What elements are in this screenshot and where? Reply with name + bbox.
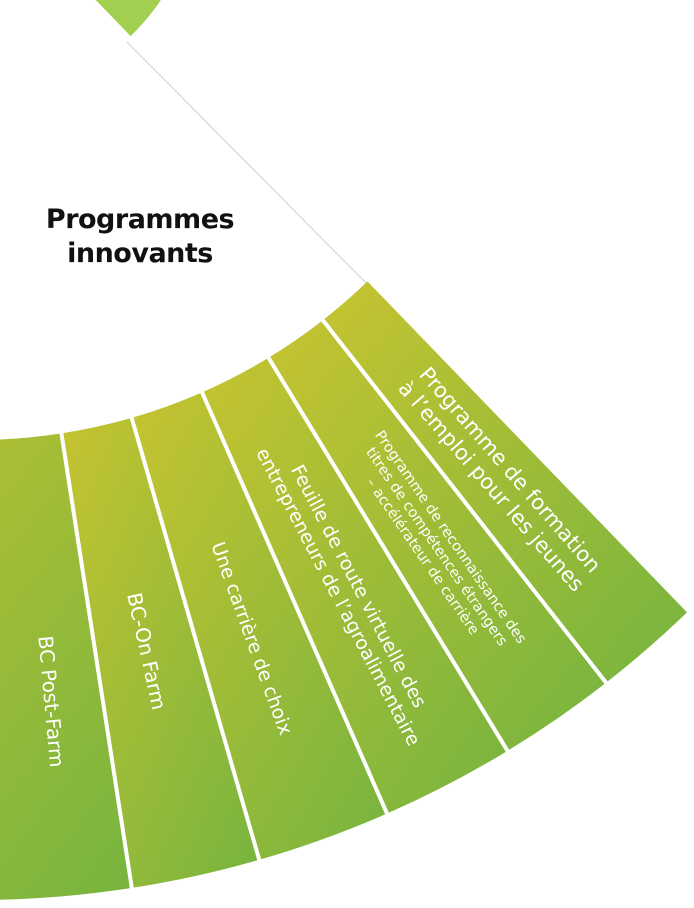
fan-segment [202,357,508,814]
segment-divider [129,415,262,863]
fan-segment [268,320,607,751]
title-line-2: innovants [67,238,213,269]
fan-segment [61,417,260,888]
fan-segment [131,392,387,860]
fan-segment [0,433,132,900]
sector-border-line [126,41,371,288]
diagram-title: Programmes innovants [40,203,240,271]
top-ring-arc [95,0,161,37]
segment-divider [199,389,390,817]
segment-divider [265,355,511,754]
title-line-1: Programmes [45,204,235,235]
top-ring-segment [95,0,161,37]
fan-segment [322,281,688,683]
segment-divider [320,317,609,686]
segment-divider [59,431,135,891]
